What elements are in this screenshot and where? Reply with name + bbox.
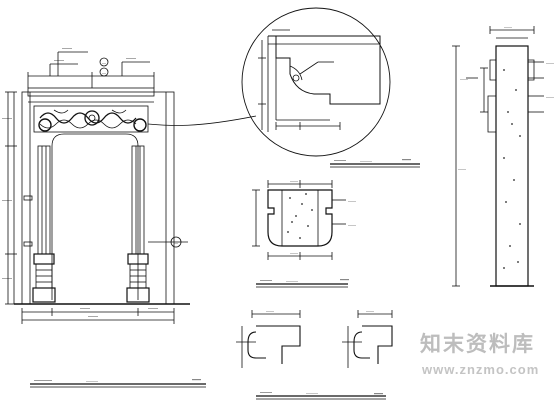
left-column <box>32 145 56 303</box>
detail-5-leader <box>147 115 257 126</box>
right-column <box>126 145 150 303</box>
carved-lintel <box>33 105 149 133</box>
elevation-top-label-1: —— <box>62 46 72 52</box>
arch-outer-frame <box>21 91 175 305</box>
detail-3-title-scale: ——— <box>306 390 318 395</box>
detail-3-title-block <box>256 395 386 400</box>
side-section-note-2: —— <box>546 94 554 99</box>
detail-5-title-name: —— <box>334 158 346 164</box>
elevation-title-block <box>30 383 206 388</box>
detail-4-bottom-dim: —— <box>290 250 298 255</box>
side-section-dim-2: —— <box>458 166 466 171</box>
callout-circle-a <box>99 57 109 67</box>
detail-4-note-2: —— <box>348 222 356 227</box>
detail-3-title-name: —— <box>260 390 272 396</box>
elevation-dim-bottom-2: —— <box>148 306 158 312</box>
detail-3-profiles <box>236 310 393 368</box>
watermark-brand: 知末资料库 <box>420 332 535 356</box>
side-section-note-1: —— <box>546 60 554 65</box>
section-marker-circle <box>170 236 182 248</box>
side-section-top-dim: —— <box>504 24 512 29</box>
detail-5-callout <box>241 7 391 157</box>
elevation-dim-left-2: —— <box>2 198 12 204</box>
callout-b-label: — <box>102 70 106 75</box>
elevation-dim-left-1: —— <box>2 116 12 122</box>
detail-4-section <box>252 180 346 260</box>
callout-a-label: — <box>102 60 106 65</box>
elevation-dim-left-3: —— <box>2 276 12 282</box>
elevation-top-label-3: —— <box>126 56 136 62</box>
detail-4-note-1: —— <box>348 198 356 203</box>
elevation-top-label-2: —— <box>54 58 64 64</box>
side-section <box>452 26 544 287</box>
detail-4-title-block <box>256 283 348 288</box>
watermark: 知末资料库 www.znzmo.com <box>412 326 558 398</box>
detail-4-title-name: —— <box>260 278 272 284</box>
detail-4-title-scale: ——— <box>286 278 298 283</box>
side-section-dim-1: —— <box>460 76 468 81</box>
elevation-title-number: — <box>192 374 201 384</box>
detail-3-dim-left: —— <box>266 308 274 313</box>
detail-5-title-block <box>330 163 420 168</box>
arch-elevation <box>5 51 257 324</box>
detail-4-title-number: — <box>340 274 349 284</box>
detail-5-title-scale: ——— <box>360 158 372 163</box>
detail-3-title-number: — <box>374 388 383 398</box>
detail-3-dim-right: —— <box>366 308 374 313</box>
watermark-url: www.znzmo.com <box>422 362 540 377</box>
detail-5-title-number: — <box>402 154 411 164</box>
elevation-dim-total-bottom: —— <box>88 314 98 320</box>
elevation-title-name: ——— <box>34 378 52 384</box>
detail-4-top-dim: —— <box>290 178 298 183</box>
elevation-dim-bottom-1: —— <box>80 306 90 312</box>
callout-circle-b <box>99 67 109 77</box>
detail-4-speckle <box>287 193 313 239</box>
elevation-title-scale: ——— <box>86 378 98 383</box>
section-marker-label: — <box>174 240 178 245</box>
side-section-speckle <box>503 69 521 269</box>
